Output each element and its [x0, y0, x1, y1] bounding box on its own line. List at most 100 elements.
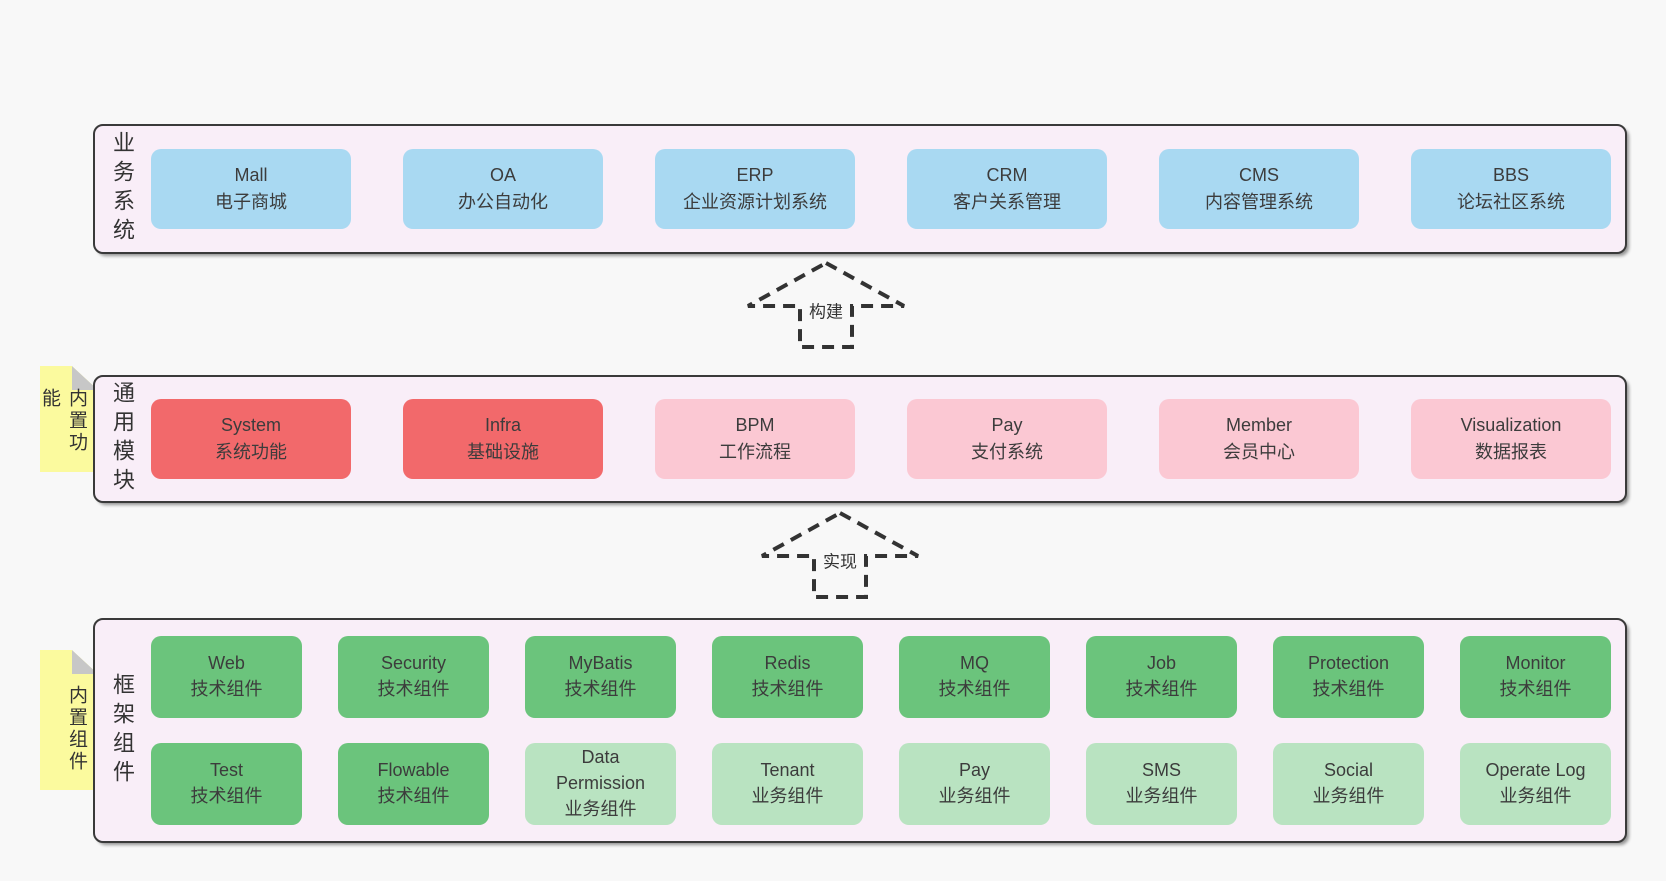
- box-title: CMS: [1239, 165, 1279, 185]
- box-title: CRM: [986, 165, 1028, 185]
- box-test: Test 技术组件: [151, 743, 302, 825]
- box-operate-log: Operate Log 业务组件: [1460, 743, 1611, 825]
- box-title: Job: [1146, 653, 1177, 674]
- box-subtitle: 业务组件: [1499, 786, 1572, 806]
- box-bbs: BBS 论坛社区系统: [1411, 149, 1611, 229]
- box-oa: OA 办公自动化: [403, 149, 603, 229]
- box-subtitle: 工作流程: [719, 442, 791, 462]
- box-redis: Redis 技术组件: [712, 636, 863, 718]
- box-title: MyBatis: [568, 653, 633, 674]
- business-systems-row: Mall 电子商城 OA 办公自动化 ERP 企业资源计划系统 CRM 客户关系…: [151, 126, 1611, 252]
- box-visualization: Visualization 数据报表: [1411, 399, 1611, 479]
- box-subtitle: 技术组件: [564, 679, 637, 699]
- box-title: Social: [1323, 760, 1374, 781]
- box-subtitle: 技术组件: [190, 679, 263, 699]
- box-subtitle: 内容管理系统: [1205, 192, 1313, 212]
- box-subtitle: 系统功能: [215, 442, 287, 462]
- box-monitor: Monitor 技术组件: [1460, 636, 1611, 718]
- box-subtitle: 业务组件: [938, 786, 1011, 806]
- box-title: Web: [208, 653, 245, 674]
- box-subtitle: 业务组件: [564, 798, 637, 819]
- box-title: Operate Log: [1485, 760, 1586, 781]
- layer-label-business-systems: 业务系统: [110, 131, 135, 247]
- box-sms: SMS 业务组件: [1086, 743, 1237, 825]
- box-title: Security: [380, 653, 447, 674]
- box-tenant: Tenant 业务组件: [712, 743, 863, 825]
- box-title: SMS: [1141, 760, 1181, 781]
- layer-label-common-modules: 通用模块: [110, 381, 135, 497]
- box-title: OA: [489, 165, 516, 185]
- box-mq: MQ 技术组件: [899, 636, 1050, 718]
- box-title: Infra: [484, 415, 522, 435]
- framework-components-grid: Web 技术组件 Security 技术组件 MyBatis 技术组件 Redi…: [151, 620, 1611, 841]
- box-subtitle: 会员中心: [1223, 442, 1295, 462]
- box-title: Protection: [1307, 653, 1390, 674]
- box-security: Security 技术组件: [338, 636, 489, 718]
- box-subtitle: 企业资源计划系统: [683, 192, 827, 212]
- box-title: Data Permission: [555, 747, 646, 794]
- box-subtitle: 支付系统: [971, 442, 1043, 462]
- layer-framework-components: 框架组件 Web 技术组件 Security 技术组件 MyBatis 技术组件…: [93, 618, 1627, 843]
- sticky-note-label: 内置功能: [39, 388, 87, 454]
- box-title: BBS: [1492, 165, 1530, 185]
- box-subtitle: 电子商城: [215, 192, 287, 212]
- box-subtitle: 技术组件: [1499, 679, 1572, 699]
- box-title: Member: [1225, 415, 1292, 435]
- arrow-implement-label: 实现: [819, 545, 861, 575]
- box-title: Pay: [958, 760, 991, 781]
- box-title: Monitor: [1505, 653, 1566, 674]
- box-subtitle: 业务组件: [1125, 786, 1198, 806]
- components-row-1: Web 技术组件 Security 技术组件 MyBatis 技术组件 Redi…: [151, 636, 1611, 718]
- box-subtitle: 数据报表: [1475, 442, 1547, 462]
- box-title: ERP: [736, 165, 774, 185]
- box-web: Web 技术组件: [151, 636, 302, 718]
- layer-label-framework-components: 框架组件: [110, 672, 135, 789]
- box-pay: Pay 支付系统: [907, 399, 1107, 479]
- box-pay-biz: Pay 业务组件: [899, 743, 1050, 825]
- sticky-note-label: 内置组件: [66, 685, 87, 773]
- box-erp: ERP 企业资源计划系统: [655, 149, 855, 229]
- box-subtitle: 技术组件: [751, 679, 824, 699]
- dashed-up-arrow-shape: [747, 260, 905, 349]
- box-title: Flowable: [377, 760, 450, 781]
- layer-common-modules: 通用模块 System 系统功能 Infra 基础设施 BPM 工作流程 Pay…: [93, 375, 1627, 503]
- box-subtitle: 客户关系管理: [953, 192, 1061, 212]
- box-title: Test: [209, 760, 243, 781]
- box-subtitle: 技术组件: [190, 786, 263, 806]
- arrow-implement-up: 实现: [755, 508, 925, 602]
- box-title: Pay: [991, 415, 1023, 435]
- box-system: System 系统功能: [151, 399, 351, 479]
- box-title: Tenant: [760, 760, 815, 781]
- box-job: Job 技术组件: [1086, 636, 1237, 718]
- box-subtitle: 技术组件: [377, 679, 450, 699]
- box-subtitle: 业务组件: [1312, 786, 1385, 806]
- box-infra: Infra 基础设施: [403, 399, 603, 479]
- box-subtitle: 技术组件: [377, 786, 450, 806]
- box-subtitle: 基础设施: [467, 442, 539, 462]
- box-title: System: [220, 415, 281, 435]
- box-title: MQ: [960, 653, 989, 674]
- box-subtitle: 技术组件: [1312, 679, 1385, 699]
- box-data-permission: Data Permission 业务组件: [525, 743, 676, 825]
- box-member: Member 会员中心: [1159, 399, 1359, 479]
- box-bpm: BPM 工作流程: [655, 399, 855, 479]
- box-social: Social 业务组件: [1273, 743, 1424, 825]
- box-protection: Protection 技术组件: [1273, 636, 1424, 718]
- arrow-build-up: 构建: [741, 258, 911, 352]
- box-flowable: Flowable 技术组件: [338, 743, 489, 825]
- box-title: Visualization: [1460, 415, 1562, 435]
- box-subtitle: 业务组件: [751, 786, 824, 806]
- box-title: Redis: [764, 653, 811, 674]
- arrow-build-label: 构建: [805, 295, 847, 325]
- box-subtitle: 技术组件: [1125, 679, 1198, 699]
- box-subtitle: 办公自动化: [458, 192, 548, 212]
- common-modules-row: System 系统功能 Infra 基础设施 BPM 工作流程 Pay 支付系统…: [151, 377, 1611, 501]
- box-title: BPM: [735, 415, 775, 435]
- layer-business-systems: 业务系统 Mall 电子商城 OA 办公自动化 ERP 企业资源计划系统 CRM…: [93, 124, 1627, 254]
- box-cms: CMS 内容管理系统: [1159, 149, 1359, 229]
- box-subtitle: 论坛社区系统: [1457, 192, 1565, 212]
- components-row-2: Test 技术组件 Flowable 技术组件 Data Permission …: [151, 743, 1611, 825]
- box-mybatis: MyBatis 技术组件: [525, 636, 676, 718]
- sticky-note-builtin-components: 内置组件: [40, 650, 98, 790]
- box-mall: Mall 电子商城: [151, 149, 351, 229]
